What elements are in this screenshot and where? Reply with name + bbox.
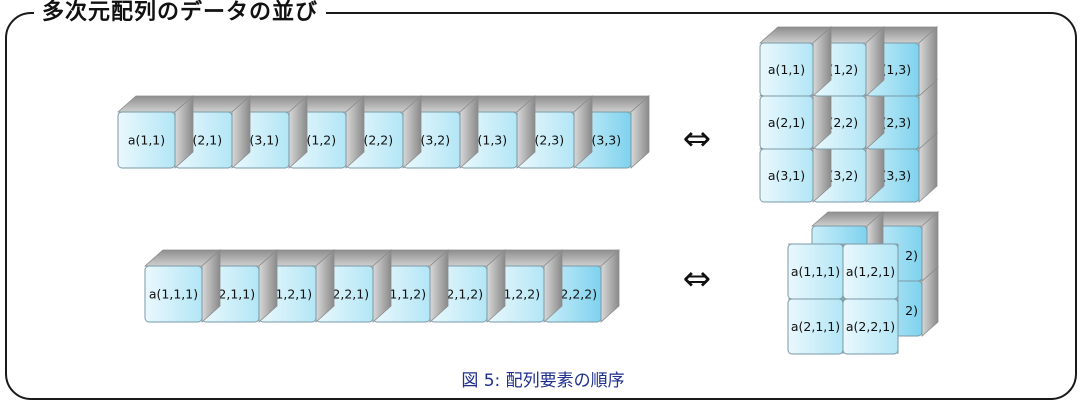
equivalence-symbol-bottom: ⇔	[683, 259, 712, 299]
grid2d-cell: a(1,1)	[758, 26, 833, 97]
cell-label: a(1,1)	[128, 133, 165, 148]
cell-label: a(1,1)	[768, 62, 805, 77]
cube-front-cell: a(1,2,1)	[842, 243, 899, 300]
cell-label: a(3,2)	[413, 133, 450, 148]
figure-title: 多次元配列のデータの並び	[34, 0, 327, 26]
cell-label: a(2,2)	[356, 133, 393, 148]
cell-label: a(3,1)	[242, 133, 279, 148]
cell-label: a(1,2,1)	[846, 264, 895, 279]
figure-frame	[5, 12, 1077, 400]
cube-front-cell: a(2,2,1)	[842, 298, 899, 355]
cell-label: a(1,2)	[299, 133, 336, 148]
cube-front-cell: a(1,1,1)	[787, 243, 844, 300]
cell-label: a(2,1,1)	[791, 319, 840, 334]
cell-label: a(1,1,1)	[791, 264, 840, 279]
cell-label: a(2,1)	[185, 133, 222, 148]
cell-label: a(2,1)	[768, 115, 805, 130]
cube-front-cell: a(2,1,1)	[787, 298, 844, 355]
cell-label: a(2,3)	[527, 133, 564, 148]
row2d-cell: a(1,1)	[116, 95, 195, 169]
figure-caption: 図 5: 配列要素の順序	[461, 371, 625, 391]
cell-label: a(1,1,1)	[149, 287, 198, 302]
cell-label: a(2,2,1)	[846, 319, 895, 334]
cell-label: a(3,1)	[768, 168, 805, 183]
cell-label: a(1,3)	[470, 133, 507, 148]
row3d-cell: a(1,1,1)	[143, 249, 222, 323]
cube-back-label: 2)	[905, 248, 918, 263]
cube-back-label: 2)	[905, 303, 918, 318]
cell-label: a(3,3)	[584, 133, 621, 148]
equivalence-symbol-top: ⇔	[683, 119, 712, 159]
